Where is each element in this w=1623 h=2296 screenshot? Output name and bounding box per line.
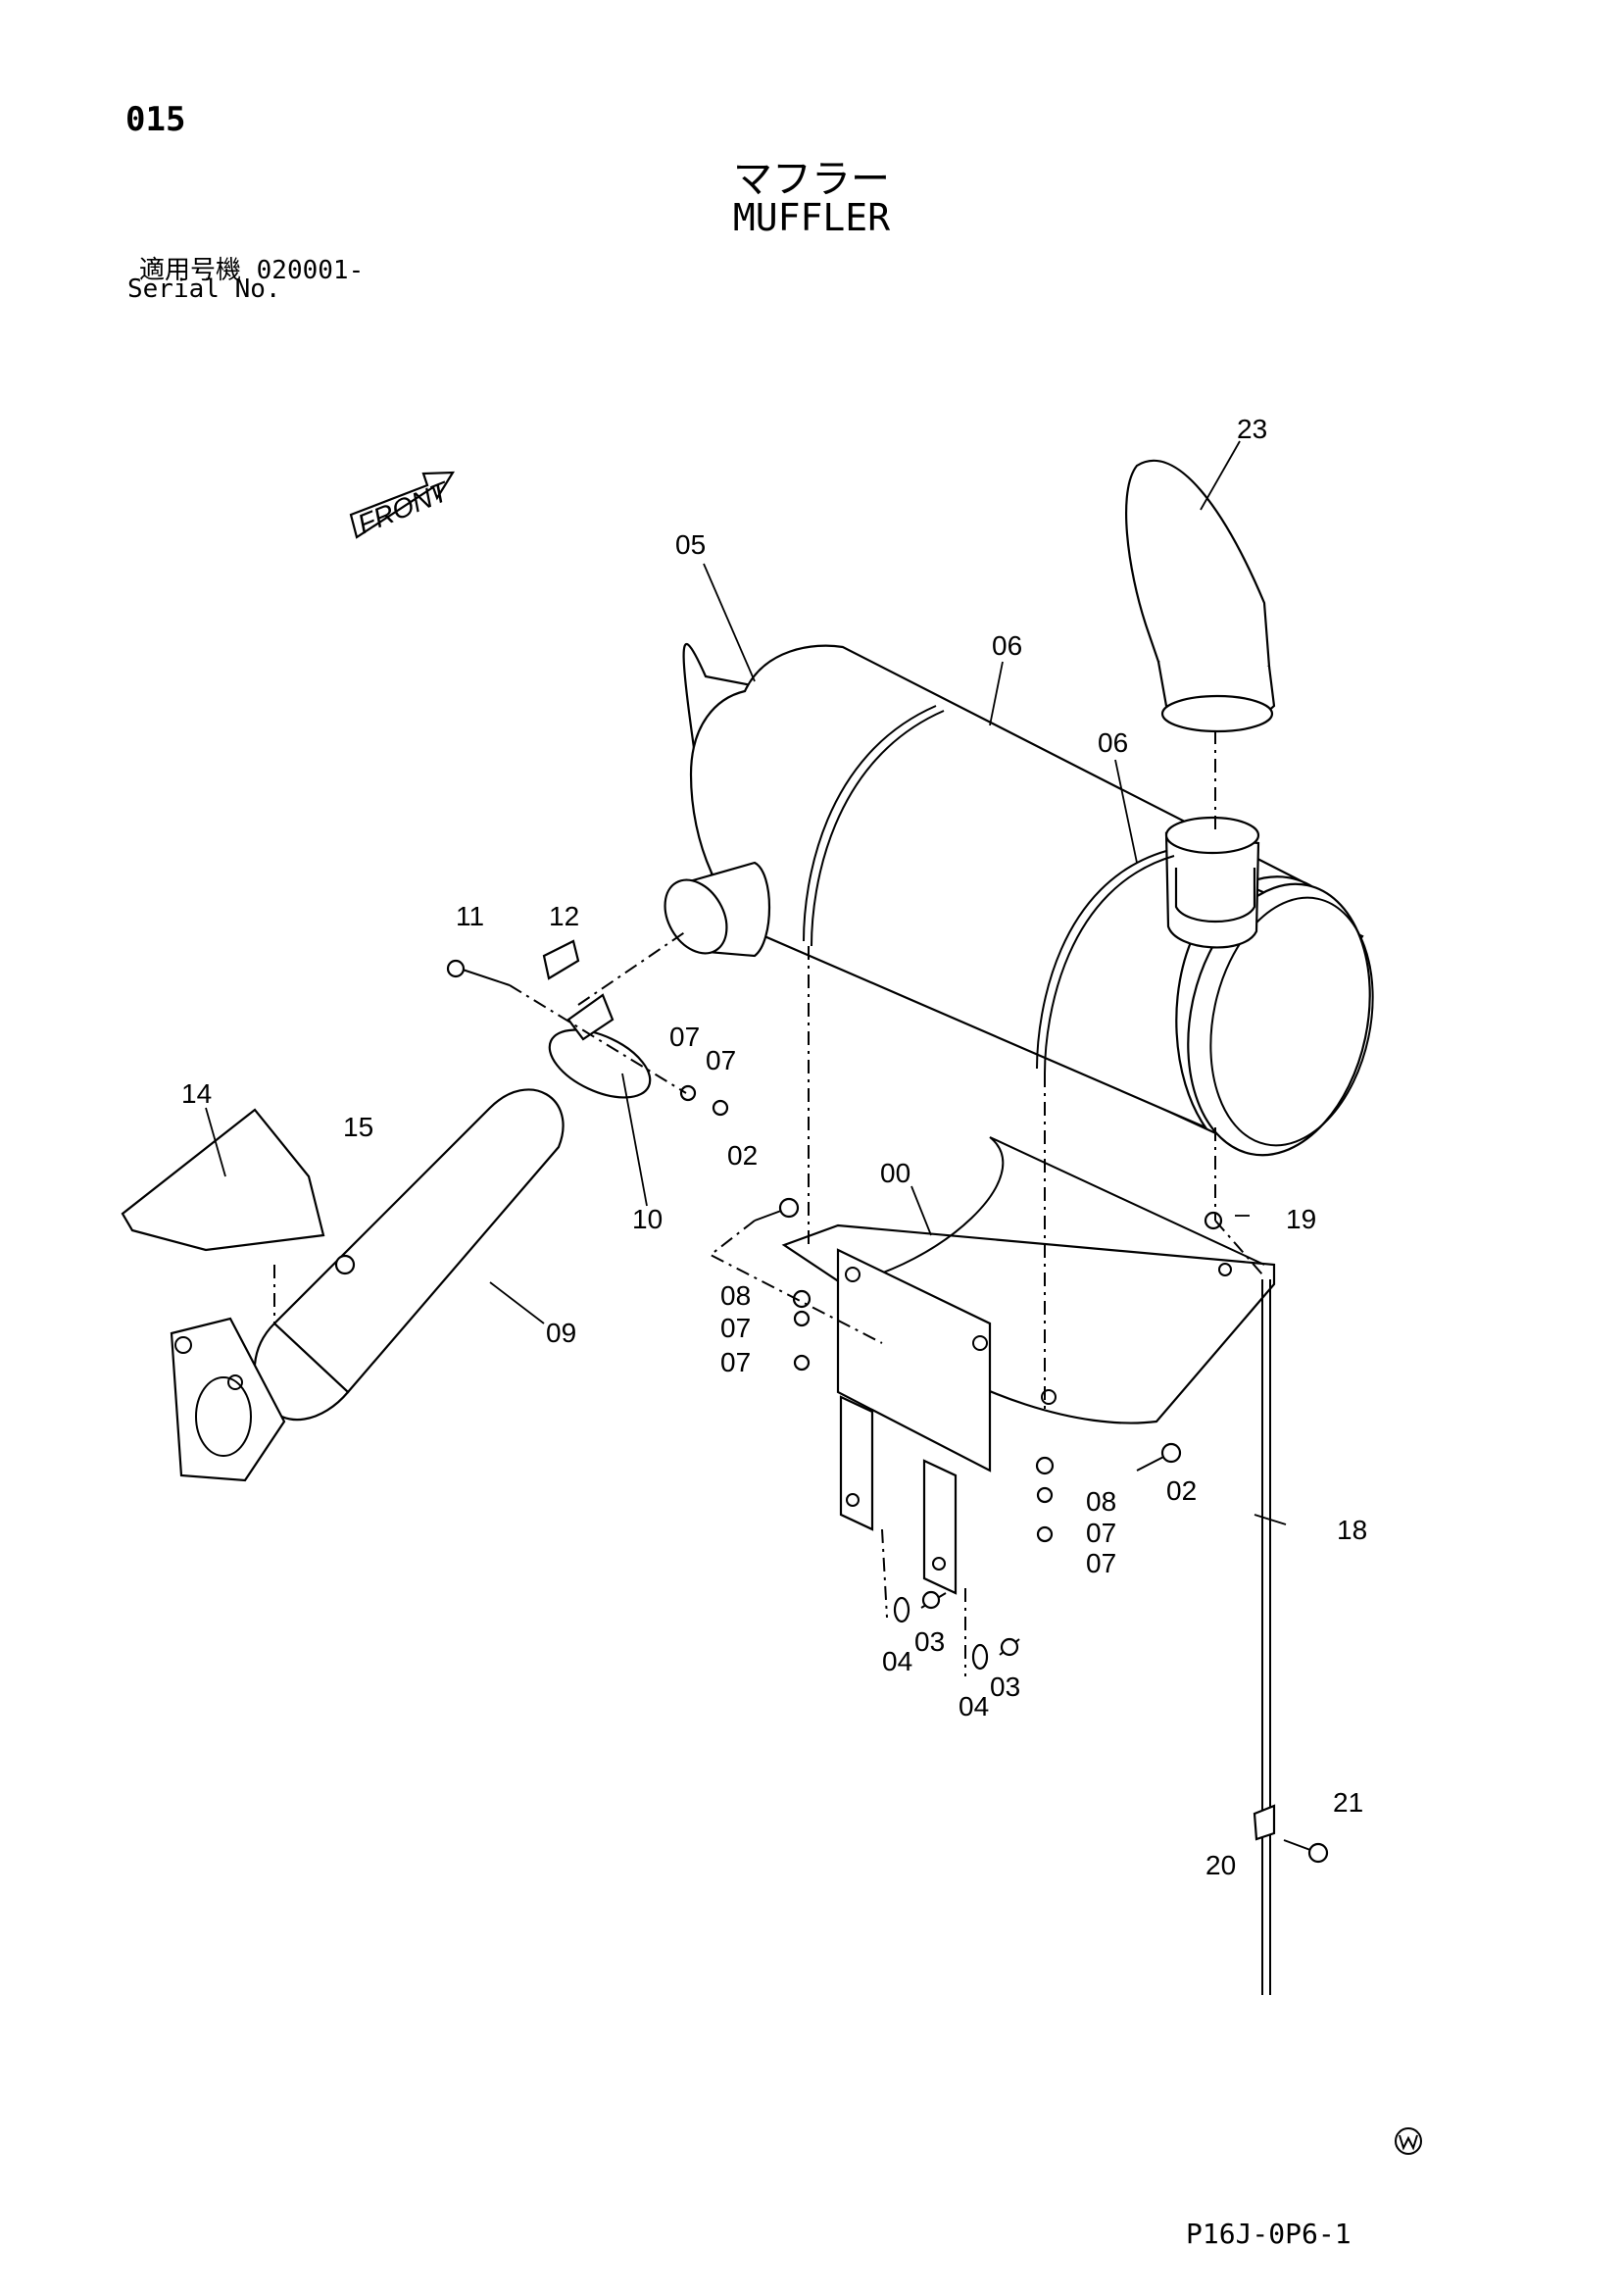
callout-09: 09 [546,1318,576,1348]
support-rod [1253,1279,1276,1995]
exhaust-pipe [170,1088,565,1482]
callout-07-d: 07 [720,1347,751,1377]
callout-18: 18 [1337,1515,1367,1545]
callout-leaders [205,440,1287,1525]
title-japanese: マフラー [733,157,890,202]
page-number: 015 [125,100,186,139]
muffler-body [664,459,1374,1157]
callout-21: 21 [1333,1787,1363,1818]
pipe-clamp [542,939,652,1099]
callout-05: 05 [675,529,706,560]
callout-07-c: 07 [720,1313,751,1343]
callout-14: 14 [181,1078,212,1109]
callout-10: 10 [632,1204,663,1234]
muffler-bracket [781,1136,1276,1595]
callout-04-b: 04 [959,1691,989,1722]
serial-label-english: Serial No. [127,275,281,304]
callout-12: 12 [549,901,579,931]
serial-label-japanese: 適用号機 020001- [139,256,365,285]
callout-08-a: 08 [720,1280,751,1311]
assembly-centerlines [273,730,1263,1676]
front-arrow-icon: FRONT [349,471,456,540]
callout-numbers: 23 05 06 06 11 12 07 07 14 15 02 00 19 1… [181,414,1367,1880]
callout-23: 23 [1237,414,1267,444]
front-label: FRONT [354,475,455,540]
heat-shield [121,1108,325,1252]
callout-08-b: 08 [1086,1486,1116,1517]
drawing-code: P16J-0P6-1 [1186,2218,1352,2250]
callout-19: 19 [1286,1204,1316,1234]
callout-07-b: 07 [706,1045,736,1075]
callout-02-b: 02 [1166,1475,1197,1506]
callout-07-a: 07 [669,1022,700,1052]
callout-06-a: 06 [992,630,1022,661]
callout-00: 00 [880,1158,910,1188]
callout-06-b: 06 [1098,727,1128,758]
callout-02-a: 02 [727,1140,758,1171]
callout-03-a: 03 [914,1626,945,1657]
callout-03-b: 03 [990,1672,1020,1702]
callout-07-e: 07 [1086,1518,1116,1548]
fasteners [334,959,1329,1864]
callout-11: 11 [456,901,484,931]
title-english: MUFFLER [732,196,891,239]
callout-20: 20 [1205,1850,1236,1880]
callout-07-f: 07 [1086,1548,1116,1578]
callout-04-a: 04 [882,1646,912,1676]
w-circle-logo-icon [1395,2127,1422,2155]
callout-15: 15 [343,1112,373,1142]
